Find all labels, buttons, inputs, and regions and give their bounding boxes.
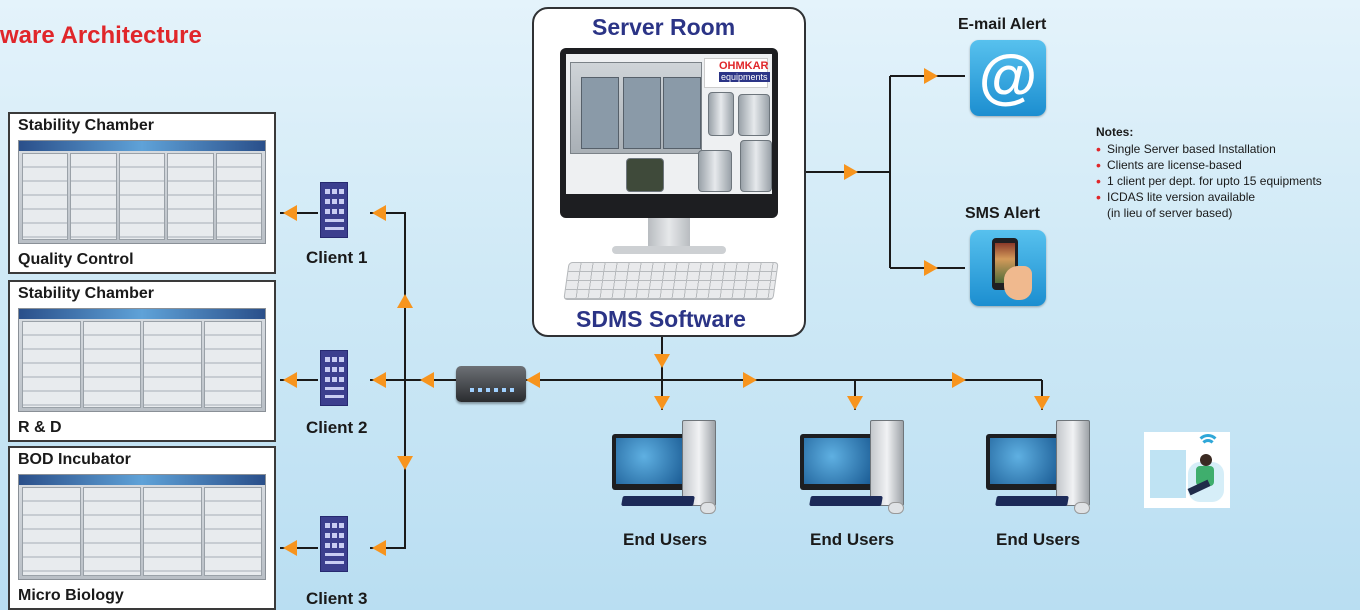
end-users-label: End Users	[996, 530, 1081, 549]
department-label: Micro Biology	[18, 587, 124, 604]
keyboard-icon	[563, 262, 779, 300]
notes-title: Notes:	[1096, 125, 1134, 139]
client-label: Client 2	[306, 418, 368, 437]
building-icon	[320, 350, 348, 406]
server-room-title: Server Room	[592, 14, 736, 40]
desktop-computer-icon	[986, 420, 1108, 520]
email-alert-label: E-mail Alert	[958, 16, 1047, 33]
network-switch-icon	[456, 366, 526, 402]
notes-item: ICDAS lite version available	[1096, 189, 1356, 205]
wifi-remote-user-icon	[1144, 432, 1230, 508]
stability-chamber-image	[18, 308, 266, 412]
desktop-computer-icon	[800, 420, 922, 520]
notes-panel: Notes: Single Server based Installation …	[1096, 124, 1356, 221]
page-title: ware Architecture	[0, 22, 202, 49]
department-label: R & D	[18, 419, 62, 436]
server-software-label: SDMS Software	[576, 306, 746, 332]
client-label: Client 3	[306, 589, 368, 608]
stability-chamber-image	[18, 140, 266, 244]
building-icon	[320, 516, 348, 572]
bod-incubator-image	[18, 474, 266, 580]
server-screen-image: OHMKAR equipments	[566, 54, 772, 194]
equipment-box-micro-biology: BOD Incubator Micro Biology	[8, 446, 276, 610]
notes-item: Clients are license-based	[1096, 157, 1356, 173]
monitor-stand	[648, 218, 690, 248]
end-users-label: End Users	[810, 530, 895, 549]
equipment-type-label: Stability Chamber	[18, 285, 155, 302]
sms-alert-label: SMS Alert	[965, 205, 1040, 222]
notes-item-continuation: (in lieu of server based)	[1107, 206, 1233, 220]
equipment-type-label: BOD Incubator	[18, 451, 131, 468]
notes-item: Single Server based Installation	[1096, 141, 1356, 157]
building-icon	[320, 182, 348, 238]
client-label: Client 1	[306, 248, 368, 267]
end-users-label: End Users	[623, 530, 708, 549]
equipment-box-quality-control: Stability Chamber Quality Control	[8, 112, 276, 274]
mobile-phone-icon	[970, 230, 1046, 306]
department-label: Quality Control	[18, 251, 134, 268]
monitor-base	[612, 246, 726, 254]
notes-item: 1 client per dept. for upto 15 equipment…	[1096, 173, 1356, 189]
equipment-box-r-and-d: Stability Chamber R & D	[8, 280, 276, 442]
ohmkar-logo: OHMKAR equipments	[704, 58, 770, 88]
email-at-icon: @	[970, 40, 1046, 116]
equipment-type-label: Stability Chamber	[18, 117, 155, 134]
desktop-computer-icon	[612, 420, 734, 520]
